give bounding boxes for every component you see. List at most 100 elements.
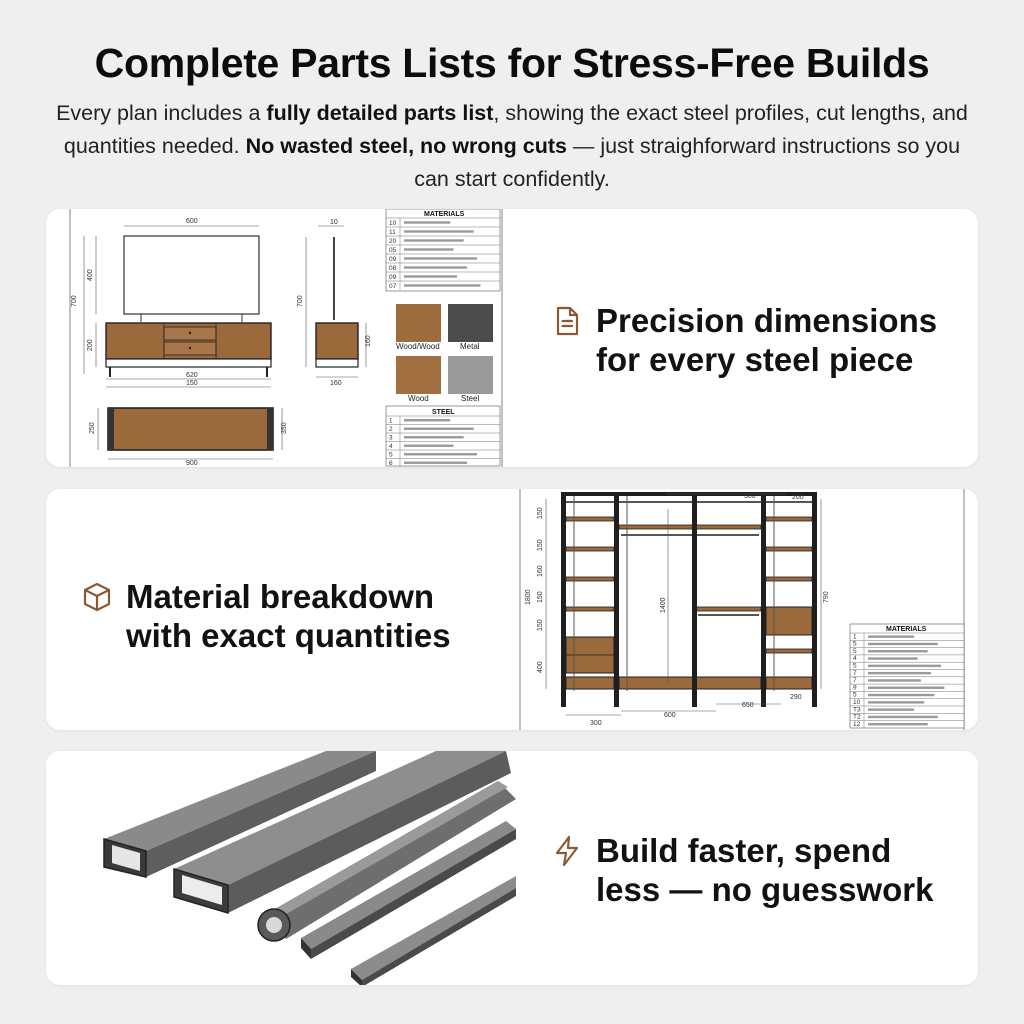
steel-row-num: 3: [389, 435, 393, 442]
round-tube: [257, 781, 516, 942]
steel-row-text: [404, 427, 474, 430]
feature-card-precision: 600 700 400 200 620 150 10 700 160: [46, 209, 978, 467]
wardrobe-materials-title: MATERIALS: [886, 626, 927, 633]
materials-row-text: [404, 257, 478, 260]
swatch-wood: [396, 356, 441, 394]
dim-w290: 290: [790, 694, 802, 701]
wardrobe-materials-row-text: [868, 650, 928, 653]
square-tube: [103, 751, 376, 878]
dim-620: 620: [186, 372, 198, 379]
wardrobe-materials-row-text: [868, 693, 935, 697]
materials-row-text: [404, 284, 481, 287]
feature-build-label: Build faster, spend less — no guesswork: [596, 832, 934, 908]
wardrobe-materials-row-text: [868, 664, 942, 668]
wardrobe-materials-row-num: 1: [853, 633, 857, 640]
materials-row-text: [404, 266, 467, 269]
steel-row-text: [404, 461, 467, 464]
wardrobe-materials-row-num: T3: [853, 706, 861, 713]
dim-900: 900: [186, 460, 198, 467]
dim-200: 200: [87, 339, 94, 351]
steel-row-num: 4: [389, 443, 393, 450]
document-icon: [556, 306, 579, 336]
dim-160-side: 160: [365, 335, 372, 347]
swatch-metal: [448, 304, 493, 342]
materials-row-text: [404, 221, 451, 224]
wardrobe-materials-row-num: 7: [853, 670, 857, 677]
dim-150: 150: [186, 380, 198, 387]
wardrobe-materials-row-num: 5: [853, 692, 857, 699]
materials-row-num: 09: [389, 256, 397, 263]
wardrobe-materials-row-text: [868, 657, 918, 660]
box-icon: [83, 582, 111, 612]
steel-row-text: [404, 419, 451, 422]
materials-row-num: 11: [389, 229, 396, 236]
flat-bar-1: [301, 821, 516, 959]
dim-400: 400: [87, 269, 94, 281]
materials-row-num: 08: [389, 265, 397, 272]
dim-10: 10: [330, 219, 338, 226]
wardrobe-materials-row-num: 5: [853, 648, 857, 655]
wardrobe-materials-row-text: [868, 679, 921, 682]
materials-row-text: [404, 230, 474, 233]
dim-600: 600: [186, 218, 198, 225]
flat-bar-2: [351, 876, 516, 985]
feature-precision-label: Precision dimensions for every steel pie…: [596, 302, 938, 378]
wardrobe-materials-row-text: [868, 635, 915, 638]
materials-row-num: 05: [389, 247, 397, 254]
wardrobe-materials-row-text: [868, 686, 945, 689]
wardrobe-materials-row-num: 9: [853, 684, 857, 691]
dim-h160: 160: [537, 565, 544, 577]
steel-row-num: 2: [389, 426, 393, 433]
steel-row-text: [404, 453, 478, 456]
wardrobe-materials-row-num: 5: [853, 663, 857, 670]
page-subtitle: Every plan includes a fully detailed par…: [56, 101, 968, 191]
materials-row-text: [404, 239, 464, 242]
wardrobe-materials-row-num: 10: [853, 699, 861, 706]
materials-row-num: 07: [389, 283, 397, 290]
dim-h150b: 150: [537, 539, 544, 551]
feature-card-material: Material breakdown with exact quantities…: [46, 489, 978, 730]
feature-build: Build faster, spend less — no guesswork: [550, 831, 956, 909]
feature-card-build: Build faster, spend less — no guesswork: [46, 751, 978, 985]
steel-row-num: 1: [389, 418, 393, 425]
dim-350: 350: [281, 422, 288, 434]
swatch-steel: [448, 356, 493, 394]
materials-row-num: 10: [389, 220, 397, 227]
swatch-wood-wood: [396, 304, 441, 342]
dim-h1800: 1800: [525, 589, 532, 605]
wardrobe-materials-row-text: [868, 701, 925, 704]
wardrobe-materials-row-text: [868, 708, 915, 711]
dim-w160: 160: [330, 380, 342, 387]
dim-h150d: 150: [537, 619, 544, 631]
wardrobe-materials-row-num: 7: [853, 677, 857, 684]
swatch-label-wood-wood: Wood/Wood: [396, 342, 440, 351]
dim-w500: 500: [744, 493, 756, 500]
materials-row-text: [404, 275, 457, 278]
dim-700-right: 700: [297, 295, 304, 307]
steel-title: STEEL: [432, 409, 455, 416]
swatch-label-steel: Steel: [461, 394, 479, 403]
swatch-label-wood: Wood: [408, 394, 429, 403]
steel-row-text: [404, 436, 464, 439]
page-title: Complete Parts Lists for Stress-Free Bui…: [94, 40, 930, 86]
dim-h400: 400: [537, 661, 544, 673]
rectangular-tube: [173, 751, 511, 915]
wardrobe-drawing: 500 200 150 150 160 150 150 400 1800 140…: [519, 489, 965, 730]
dim-250: 250: [89, 422, 96, 434]
wardrobe-materials-row-num: T2: [853, 714, 861, 721]
tv-cabinet-drawing: 600 700 400 200 620 150 10 700 160: [69, 209, 503, 467]
dim-w650: 650: [742, 702, 754, 709]
swatch-label-metal: Metal: [460, 342, 480, 351]
wardrobe-materials-row-num: 12: [853, 721, 861, 728]
steel-row-text: [404, 444, 454, 447]
materials-row-num: 09: [389, 274, 397, 281]
feature-material: Material breakdown with exact quantities: [80, 577, 486, 655]
dim-h150c: 150: [537, 591, 544, 603]
dim-w600: 600: [664, 712, 676, 719]
feature-material-label: Material breakdown with exact quantities: [126, 578, 451, 654]
wardrobe-materials-row-num: 5: [853, 641, 857, 648]
lightning-icon: [555, 835, 579, 867]
